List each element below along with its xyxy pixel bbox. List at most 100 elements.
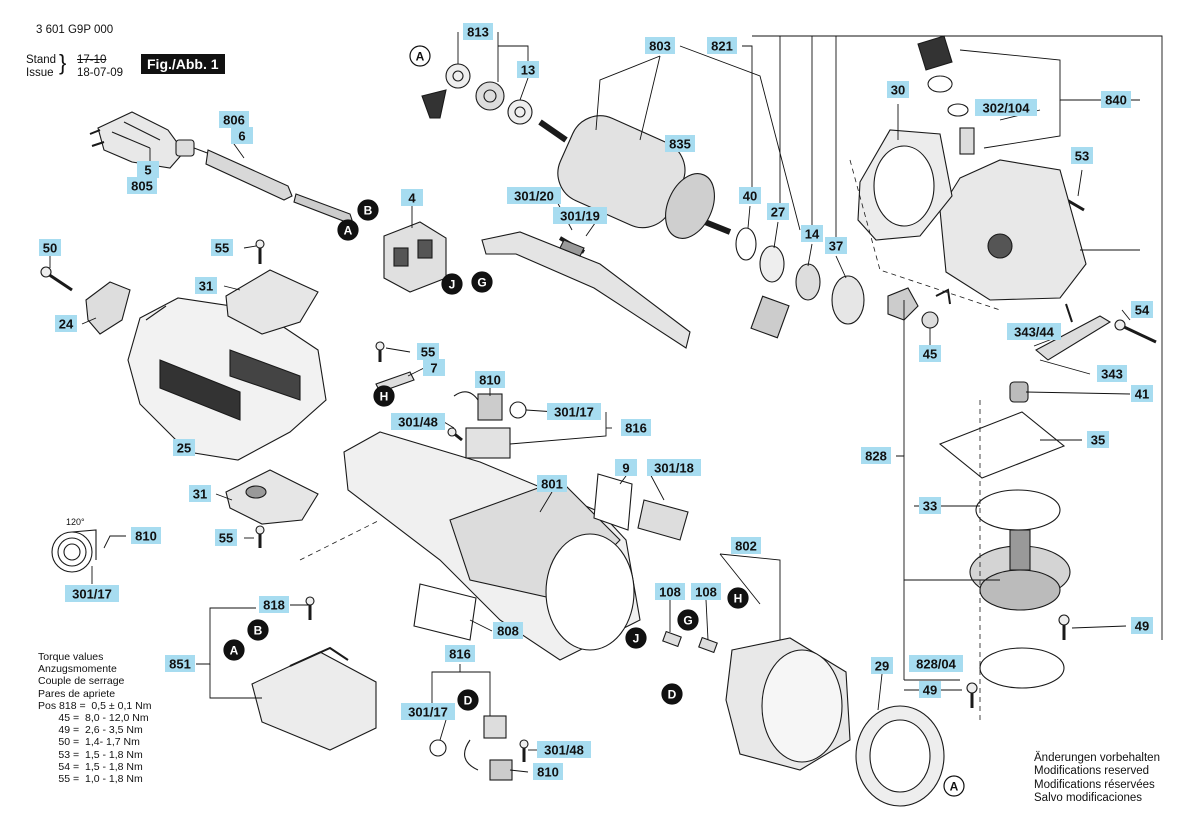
part-label-55a[interactable]: 55 xyxy=(211,239,233,256)
spindle-lock-drawing xyxy=(1035,303,1112,361)
part-label-text: 806 xyxy=(223,113,245,128)
part-label-49b[interactable]: 49 xyxy=(919,681,941,698)
torque-row: 54 = 1,5 - 1,8 Nm xyxy=(38,760,143,773)
label-plates-drawing xyxy=(413,473,689,641)
leader-line xyxy=(1039,359,1091,375)
part-label-55c[interactable]: 55 xyxy=(215,529,237,546)
label-background xyxy=(195,277,217,294)
label-background xyxy=(507,187,561,204)
part-label-7[interactable]: 7 xyxy=(423,359,445,376)
part-label-818[interactable]: 818 xyxy=(259,596,289,613)
part-label-13[interactable]: 13 xyxy=(517,61,539,78)
part-label-108a[interactable]: 108 xyxy=(655,583,685,600)
part-label-54[interactable]: 54 xyxy=(1131,301,1153,318)
part-label-802[interactable]: 802 xyxy=(731,537,761,554)
motor-housing-drawing xyxy=(343,431,641,661)
part-label-29[interactable]: 29 xyxy=(871,657,893,674)
part-label-text: 818 xyxy=(263,598,285,613)
part-label-5[interactable]: 5 xyxy=(137,161,159,178)
part-label-text: 301/18 xyxy=(654,461,694,476)
part-label-text: 49 xyxy=(1135,619,1149,634)
label-background xyxy=(1131,301,1153,318)
part-label-14[interactable]: 14 xyxy=(801,225,823,242)
label-background xyxy=(825,237,847,254)
part-label-821[interactable]: 821 xyxy=(707,37,737,54)
part-label-301-19[interactable]: 301/19 xyxy=(553,207,607,224)
part-label-805[interactable]: 805 xyxy=(127,177,157,194)
callout-circle xyxy=(661,683,683,705)
part-label-27[interactable]: 27 xyxy=(767,203,789,220)
switch-drawing xyxy=(383,221,447,293)
part-label-840[interactable]: 840 xyxy=(1101,91,1131,108)
leader-line xyxy=(243,245,257,249)
part-label-808[interactable]: 808 xyxy=(493,622,523,639)
part-label-text: 13 xyxy=(521,63,535,78)
part-number: 3 601 G9P 000 xyxy=(36,24,114,36)
part-label-301-17b[interactable]: 301/17 xyxy=(65,585,119,602)
part-label-24[interactable]: 24 xyxy=(55,315,77,332)
leader-line xyxy=(773,221,779,249)
part-label-55b[interactable]: 55 xyxy=(417,343,439,360)
part-label-301-48b[interactable]: 301/48 xyxy=(537,741,591,758)
label-background xyxy=(691,583,721,600)
part-label-816a[interactable]: 816 xyxy=(621,419,651,436)
part-label-301-18[interactable]: 301/18 xyxy=(647,459,701,476)
part-label-810c[interactable]: 810 xyxy=(533,763,563,780)
label-background xyxy=(423,359,445,376)
part-label-302-104[interactable]: 302/104 xyxy=(975,99,1037,116)
part-label-301-20[interactable]: 301/20 xyxy=(507,187,561,204)
leader-line xyxy=(679,45,801,231)
label-background xyxy=(1071,147,1093,164)
part-label-343[interactable]: 343 xyxy=(1097,365,1127,382)
label-background xyxy=(463,23,493,40)
part-label-50[interactable]: 50 xyxy=(39,239,61,256)
part-label-text: 840 xyxy=(1105,93,1127,108)
part-label-49a[interactable]: 49 xyxy=(1131,617,1153,634)
label-background xyxy=(215,529,237,546)
part-label-828-04[interactable]: 828/04 xyxy=(909,655,963,672)
part-label-25[interactable]: 25 xyxy=(173,439,195,456)
leader-line xyxy=(719,553,761,605)
part-label-835[interactable]: 835 xyxy=(665,135,695,152)
leader-line xyxy=(103,535,126,549)
torque-row: 49 = 2,6 - 3,5 Nm xyxy=(38,724,143,737)
part-label-41[interactable]: 41 xyxy=(1131,385,1153,402)
leader-line xyxy=(1071,625,1127,629)
part-label-4[interactable]: 4 xyxy=(401,189,423,206)
part-label-810a[interactable]: 810 xyxy=(475,371,505,388)
part-label-810b[interactable]: 810 xyxy=(131,527,161,544)
part-label-30[interactable]: 30 xyxy=(887,81,909,98)
part-label-803[interactable]: 803 xyxy=(645,37,675,54)
part-label-53[interactable]: 53 xyxy=(1071,147,1093,164)
part-label-35[interactable]: 35 xyxy=(1087,431,1109,448)
part-label-9[interactable]: 9 xyxy=(615,459,637,476)
part-label-37[interactable]: 37 xyxy=(825,237,847,254)
part-label-828[interactable]: 828 xyxy=(861,447,891,464)
label-background xyxy=(645,37,675,54)
part-label-806[interactable]: 806 xyxy=(219,111,249,128)
part-label-813[interactable]: 813 xyxy=(463,23,493,40)
part-label-33[interactable]: 33 xyxy=(919,497,941,514)
callout-letter: A xyxy=(950,779,959,793)
part-label-40[interactable]: 40 xyxy=(739,187,761,204)
label-background xyxy=(731,537,761,554)
label-background xyxy=(975,99,1037,116)
part-label-6[interactable]: 6 xyxy=(231,127,253,144)
callout-A4: A xyxy=(943,775,965,797)
part-label-31a[interactable]: 31 xyxy=(195,277,217,294)
part-label-45[interactable]: 45 xyxy=(919,345,941,362)
torque-title-de: Anzugsmomente xyxy=(38,663,117,676)
part-label-108b[interactable]: 108 xyxy=(691,583,721,600)
part-label-816b[interactable]: 816 xyxy=(445,645,475,662)
label-background xyxy=(767,203,789,220)
part-label-301-17c[interactable]: 301/17 xyxy=(401,703,455,720)
part-label-801[interactable]: 801 xyxy=(537,475,567,492)
part-label-343-44[interactable]: 343/44 xyxy=(1007,323,1061,340)
part-label-301-48a[interactable]: 301/48 xyxy=(391,413,445,430)
part-label-851[interactable]: 851 xyxy=(165,655,195,672)
issue-label: Issue xyxy=(26,67,54,79)
callout-circle xyxy=(223,639,245,661)
part-label-301-17a[interactable]: 301/17 xyxy=(547,403,601,420)
part-label-31b[interactable]: 31 xyxy=(189,485,211,502)
part-label-text: 835 xyxy=(669,137,691,152)
